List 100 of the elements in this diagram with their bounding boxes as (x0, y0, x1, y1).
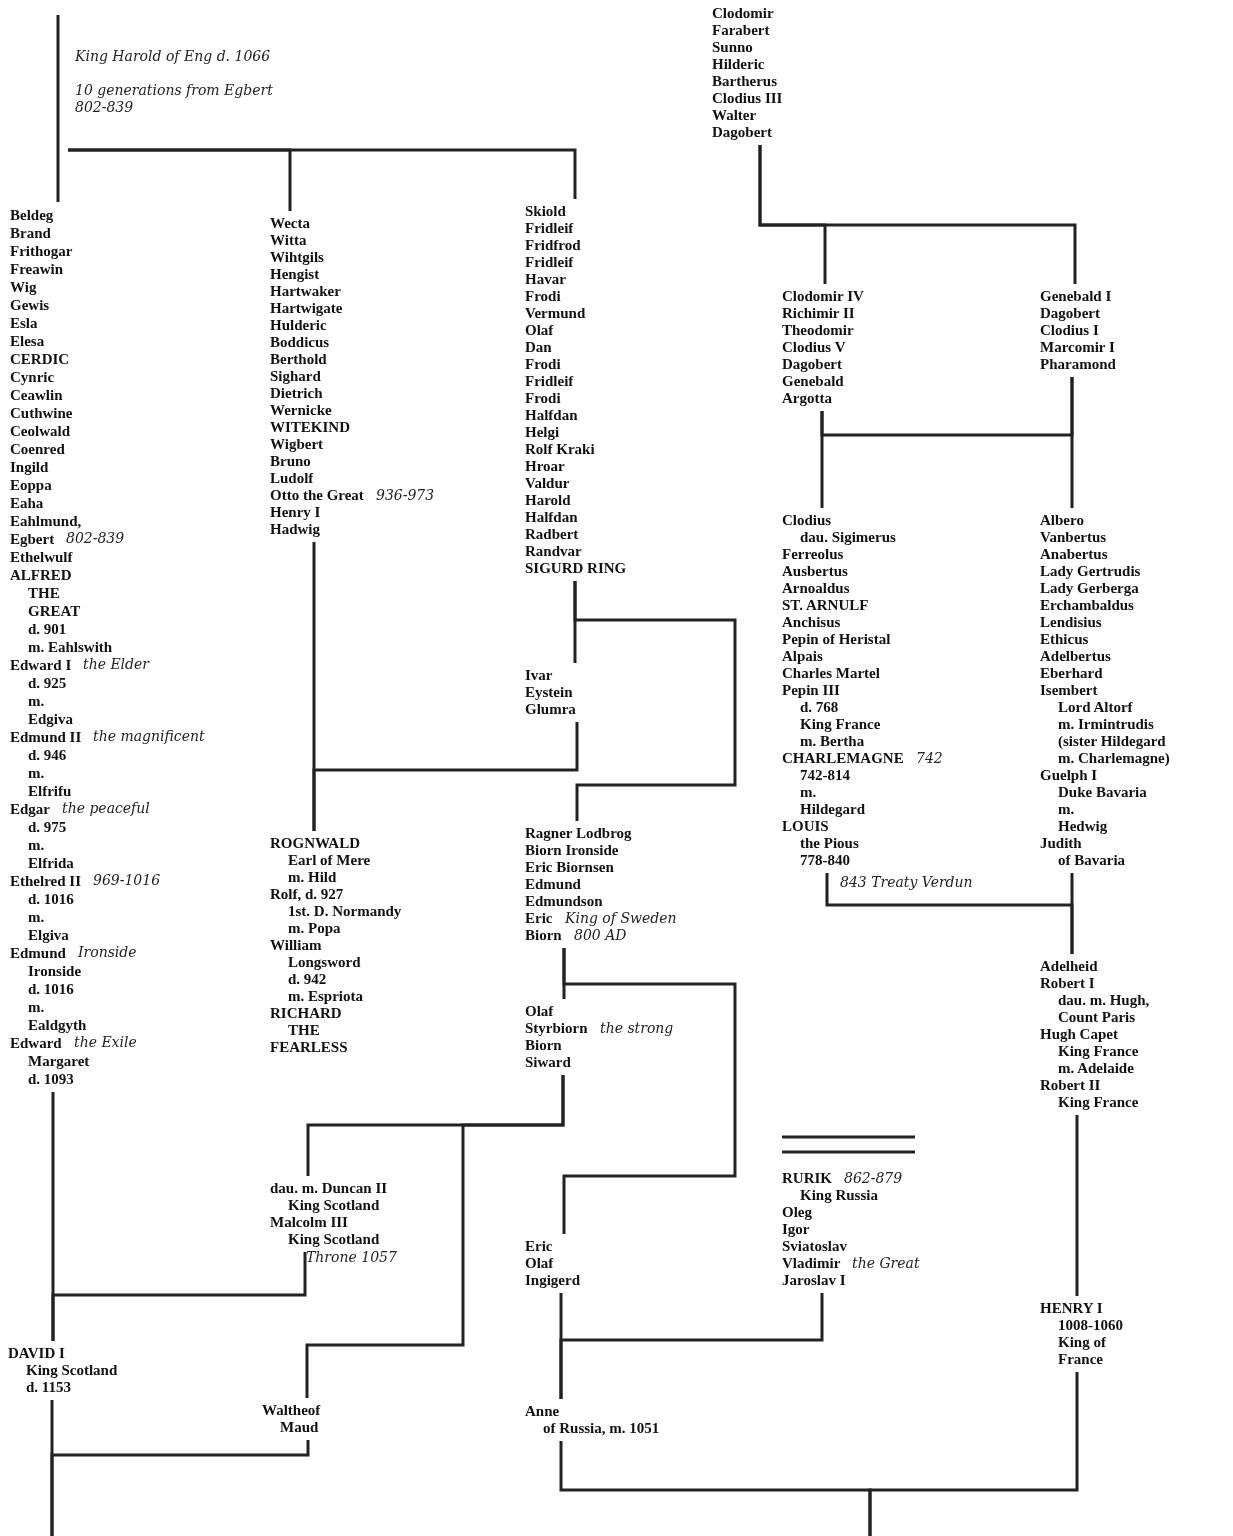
handwritten-note: the magnificent (93, 728, 205, 745)
name-entry: Malcolm III (270, 1214, 348, 1231)
name-entry: Count Paris (1058, 1009, 1136, 1026)
name-entry: Witta (270, 232, 307, 249)
name-entry: King France (800, 716, 881, 733)
name-entry: Guelph I (1040, 767, 1098, 784)
handwritten-note: 742 (916, 750, 943, 767)
handwritten-note: 800 AD (574, 927, 627, 944)
name-entry: Clodomir (712, 5, 774, 22)
name-entry: Oleg (782, 1204, 812, 1221)
family-line (1075, 1115, 1079, 1296)
name-entry: m. (28, 998, 45, 1016)
name-entry: Alpais (782, 648, 823, 665)
name-entry: Hartwigate (270, 300, 343, 317)
name-entry: m. (800, 784, 817, 801)
name-entry: Lady Gertrudis (1040, 563, 1141, 580)
name-entry: Walter (712, 107, 757, 124)
name-entry: Edgiva (28, 710, 73, 728)
name-entry: Hugh Capet (1040, 1026, 1118, 1043)
name-entry: Hengist (270, 266, 320, 283)
name-entry: FEARLESS (270, 1039, 348, 1056)
name-entry: King France (1058, 1094, 1139, 1111)
name-entry: Eystein (525, 684, 573, 701)
name-entry: Wigbert (270, 436, 324, 453)
name-entry: Eaha (10, 494, 44, 512)
name-entry: Clodius V (782, 339, 846, 356)
name-entry: m. (28, 764, 45, 782)
name-entry: Berthold (270, 351, 327, 368)
handwritten-note: 802-839 (66, 530, 125, 547)
handwritten-note: the strong (600, 1020, 674, 1037)
handwritten-note: 969-1016 (93, 872, 161, 889)
name-entry: King Scotland (288, 1197, 380, 1214)
family-line (562, 948, 737, 1234)
name-entry: m. Charlemagne) (1058, 750, 1170, 767)
name-entry: 778-840 (800, 852, 850, 869)
name-entry: Freawin (10, 260, 64, 278)
name-entry: Cynric (10, 368, 55, 386)
handwritten-note: Throne 1057 (306, 1249, 397, 1266)
name-entry: Fridleif (525, 373, 574, 390)
name-entry: Beldeg (10, 206, 54, 224)
name-entry: Richimir II (782, 305, 855, 322)
handwritten-note: the Elder (83, 656, 149, 673)
name-entry: Frodi (525, 288, 561, 305)
name-entry: Valdur (525, 475, 570, 492)
name-entry: Cuthwine (10, 404, 73, 422)
name-entry: Helgi (525, 424, 560, 441)
name-entry: Coenred (10, 440, 65, 458)
name-entry: Brand (10, 224, 51, 242)
name-entry: Olaf (525, 1003, 554, 1020)
name-entry: m. Irmintrudis (1058, 716, 1154, 733)
name-entry: Styrbiorn (525, 1020, 588, 1037)
name-entry: Lord Altorf (1058, 699, 1133, 716)
name-entry: Anchisus (782, 614, 841, 631)
name-entry: Glumra (525, 701, 576, 718)
handwritten-note: 10 generations from Egbert 802-839 (75, 82, 274, 116)
name-entry: 742-814 (800, 767, 850, 784)
name-entry: Sunno (712, 39, 753, 56)
name-entry: Clodius III (712, 90, 783, 107)
name-entry: Ethicus (1040, 631, 1089, 648)
name-entry: Ealdgyth (28, 1016, 87, 1034)
name-entry: Hadwig (270, 521, 320, 538)
name-entry: Dagobert (712, 124, 772, 141)
name-entry: Siward (525, 1054, 571, 1071)
name-entry: Edmund (525, 876, 581, 893)
name-entry: Ceolwald (10, 422, 70, 440)
family-line (312, 722, 579, 831)
name-entry: d. 925 (28, 674, 67, 692)
name-entry: Henry I (270, 504, 321, 521)
name-entry: Dan (525, 339, 552, 356)
name-entry: Charles Martel (782, 665, 880, 682)
name-entry: Farabert (712, 22, 770, 39)
name-entry: WITEKIND (270, 419, 351, 436)
name-entry: Edward (10, 1034, 62, 1052)
name-entry: Olaf (525, 1255, 554, 1272)
name-entry: m. Bertha (800, 733, 865, 750)
name-entry: RURIK (782, 1170, 832, 1187)
name-entry: Ferreolus (782, 546, 844, 563)
name-entry: Fridleif (525, 254, 574, 271)
name-entry: Edward I (10, 656, 72, 674)
name-entry: Egbert (10, 530, 55, 548)
name-entry: Duke Bavaria (1058, 784, 1147, 801)
name-entry: Elgiva (28, 926, 69, 944)
name-entry: Ethelred II (10, 872, 81, 890)
family-line (559, 1441, 872, 1536)
name-entry: Ironside (28, 962, 82, 980)
name-entry: Eric Biornsen (525, 859, 614, 876)
name-entry: Eric (525, 910, 553, 927)
name-entry: Pepin III (782, 682, 840, 699)
name-entry: Wernicke (270, 402, 332, 419)
name-entry: King Russia (800, 1187, 878, 1204)
name-entry: m. Popa (288, 920, 341, 937)
name-entry: HENRY I (1040, 1300, 1103, 1317)
name-entry: DAVID I (8, 1345, 65, 1362)
name-entry: ROGNWALD (270, 835, 360, 852)
name-entry: Ingigerd (525, 1272, 580, 1289)
name-entry: dau. m. Duncan II (270, 1180, 388, 1197)
name-entry: Rolf Kraki (525, 441, 595, 458)
name-entry: Biorn (525, 1037, 562, 1054)
name-entry: Vermund (525, 305, 586, 322)
name-entry: of Russia, m. 1051 (543, 1420, 660, 1437)
